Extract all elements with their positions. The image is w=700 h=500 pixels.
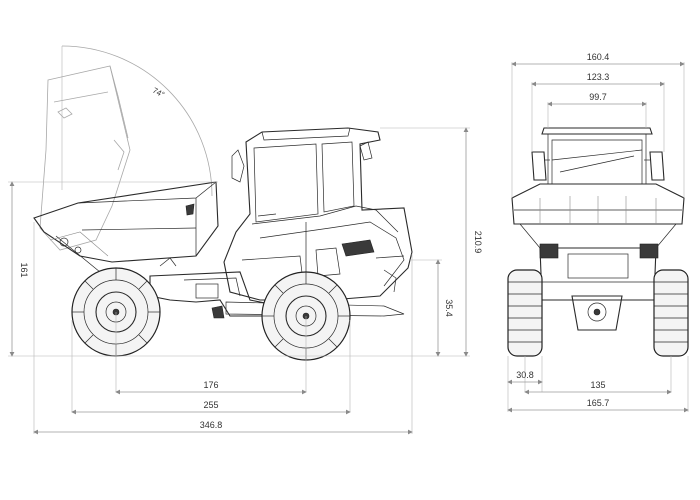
side-view: 74° — [8, 45, 483, 435]
wheelbase-label: 176 — [203, 380, 218, 390]
mid-width-label: 123.3 — [587, 72, 610, 82]
front-right-tire — [653, 269, 689, 357]
dumped-height-label: 161 — [19, 262, 29, 277]
dump-bed — [33, 181, 219, 273]
side-dimension-lines — [9, 127, 469, 435]
raised-bed-outline — [39, 45, 213, 251]
track-width-label: 135 — [590, 380, 605, 390]
front-cab — [531, 127, 665, 185]
front-extension-lines — [507, 62, 689, 412]
front-dimension-lines — [507, 61, 689, 413]
front-view: 160.4 123.3 99.7 30.8 135 165.7 — [507, 52, 689, 413]
tire-width-label: 30.8 — [516, 370, 534, 380]
track-length-label: 255 — [203, 400, 218, 410]
overall-height-label: 210.9 — [473, 231, 483, 254]
chassis — [149, 271, 405, 319]
overall-width-label: 160.4 — [587, 52, 610, 62]
ground-clearance-label: 35.4 — [444, 299, 454, 317]
inner-width-label: 99.7 — [589, 92, 607, 102]
wheel-width-label: 165.7 — [587, 398, 610, 408]
overall-length-label: 346.8 — [200, 420, 223, 430]
front-left-tire — [507, 269, 543, 357]
tip-angle-label: 74° — [151, 86, 166, 100]
front-bucket — [511, 183, 685, 249]
side-extension-lines — [8, 127, 470, 434]
